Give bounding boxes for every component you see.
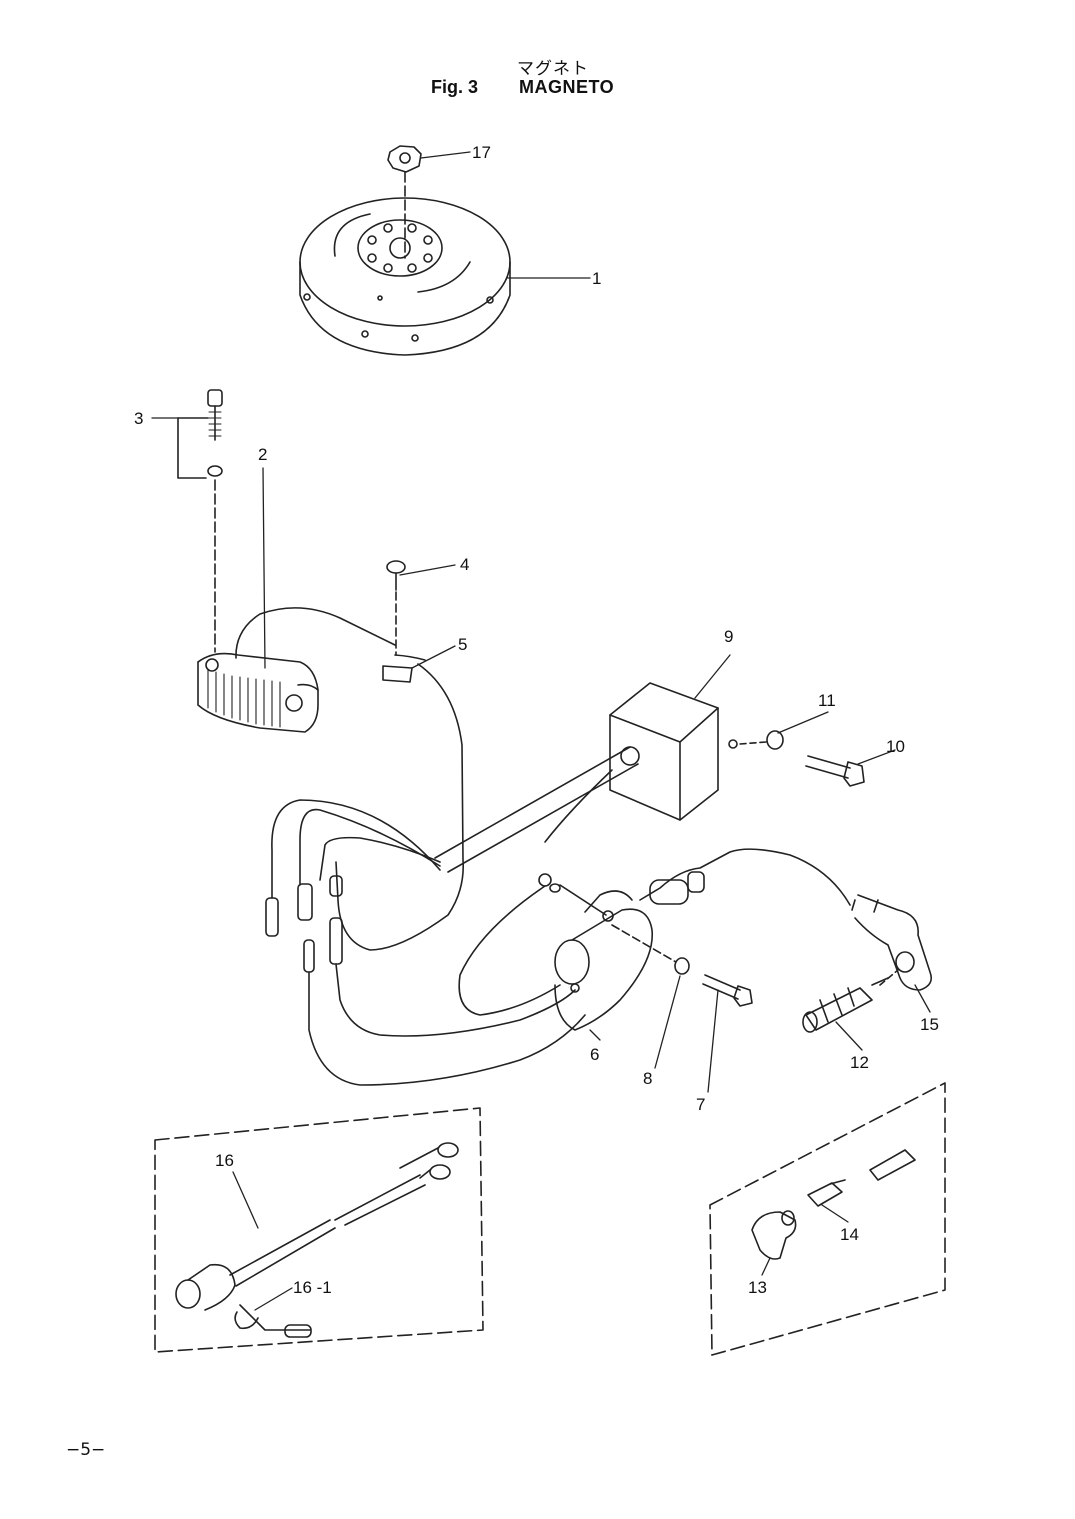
ignition-coil [434, 682, 738, 873]
pulser-coil [538, 873, 654, 1031]
title-japanese: マグネト [517, 59, 589, 79]
callout-2: 2 [258, 445, 267, 464]
callout-15: 15 [920, 1015, 939, 1034]
callout-7: 7 [696, 1095, 705, 1114]
title-block: マグネト Fig. 3 MAGNETO [0, 0, 1075, 110]
bolt-with-washer [177, 389, 223, 479]
flywheel-nut [387, 145, 422, 173]
callout-14: 14 [840, 1225, 859, 1244]
spark-plug [802, 977, 889, 1033]
callout-3: 3 [134, 409, 143, 428]
wire-clamp [382, 654, 426, 683]
option-box-16 [154, 1107, 484, 1353]
callout-16-1: 16 -1 [293, 1278, 332, 1297]
plug-cap-accessory [751, 1210, 797, 1260]
washer-11 [766, 730, 784, 750]
leader-lines [151, 151, 931, 1311]
callout-17: 17 [472, 143, 491, 162]
callout-9: 9 [724, 627, 733, 646]
callout-16: 16 [215, 1151, 234, 1170]
callout-6: 6 [590, 1045, 599, 1064]
harness-connectors [265, 875, 343, 973]
callout-12: 12 [850, 1053, 869, 1072]
lighting-coil [197, 607, 396, 733]
callout-13: 13 [748, 1278, 767, 1297]
figure-number: Fig. 3 [431, 77, 479, 97]
figure-title: MAGNETO [519, 77, 615, 97]
callout-8: 8 [643, 1069, 652, 1088]
spark-plug-cap [851, 894, 933, 991]
page-number: −5− [66, 1440, 106, 1460]
clamp-screw [386, 560, 406, 591]
flywheel [299, 197, 511, 356]
option-box-13-14 [709, 1082, 946, 1356]
callout-1: 1 [592, 269, 601, 288]
terminal-cover [869, 1149, 916, 1181]
stop-switch [175, 1142, 459, 1338]
terminal-14 [807, 1179, 846, 1207]
callout-10: 10 [886, 737, 905, 756]
callout-4: 4 [460, 555, 469, 574]
bolt-10 [805, 755, 865, 787]
bolt-7 [702, 974, 753, 1007]
callout-11: 11 [818, 691, 836, 710]
callout-5: 5 [458, 635, 467, 654]
washer-small [674, 957, 690, 975]
